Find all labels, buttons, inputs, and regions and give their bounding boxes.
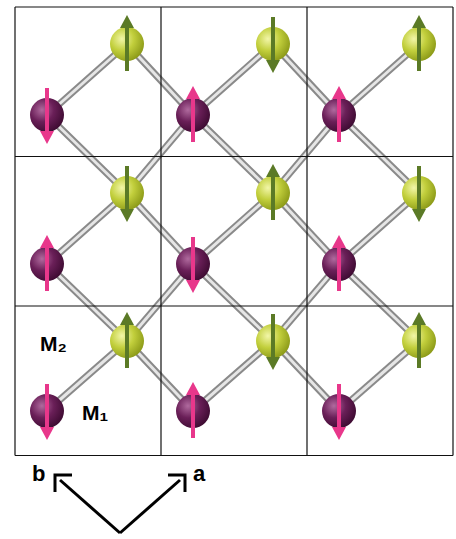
cell-line [15,455,453,456]
spin-arrowhead [332,427,346,440]
m1-atom [322,235,356,291]
spin-arrow [271,17,275,60]
spin-arrow [45,384,49,427]
m2-atom [110,15,144,71]
m2-atom [256,314,290,370]
m2-atom [402,15,436,71]
spin-arrow [271,177,275,220]
spin-arrowhead [332,86,346,99]
spin-arrow [271,314,275,357]
axis-b [60,480,120,533]
axis-b-head [55,475,72,492]
cell-line [306,7,307,456]
m1-atom [322,384,356,440]
spin-arrow [337,99,341,142]
axis-arrows [55,475,185,533]
m1-atom [30,384,64,440]
spin-arrowhead [412,312,426,325]
spin-arrowhead [412,15,426,28]
spin-arrowhead [266,60,280,73]
cell-line [15,156,453,157]
cell-line [160,7,161,456]
m1-atom [322,86,356,142]
spin-arrow [337,248,341,291]
spin-arrow [191,395,195,438]
spin-arrowhead [266,357,280,370]
spin-arrow [417,28,421,71]
m1-atom [30,235,64,291]
axis-label: a [193,463,205,485]
m2-atom [402,312,436,368]
spin-arrowhead [186,86,200,99]
spin-arrow [45,248,49,291]
cell-line [452,7,453,456]
spin-arrow [417,166,421,209]
axis-a [120,480,180,533]
spin-arrowhead [120,312,134,325]
spin-arrowhead [40,131,54,144]
m1-atom [176,86,210,142]
spin-arrow [45,88,49,131]
spin-arrow [191,237,195,280]
m1-atom [30,88,64,144]
spin-arrow [125,28,129,71]
axis-a-head [168,475,185,492]
spin-arrowhead [186,280,200,293]
cell-line [14,7,15,456]
cell-line [15,6,453,7]
spin-arrowhead [332,235,346,248]
spin-arrowhead [120,209,134,222]
spin-arrow [417,325,421,368]
m2-atom [110,166,144,222]
axis-label: b [32,463,45,485]
m2-atom [110,312,144,368]
spin-arrow [191,99,195,142]
spin-arrowhead [40,235,54,248]
spin-arrow [125,166,129,209]
m2-atom [256,164,290,220]
m2-atom [402,166,436,222]
spin-arrowhead [266,164,280,177]
spin-arrowhead [40,427,54,440]
spin-arrow [125,325,129,368]
site-label: M₂ [40,333,67,354]
spin-arrowhead [120,15,134,28]
m1-atom [176,237,210,293]
spin-arrow [337,384,341,427]
site-label: M₁ [82,402,108,423]
m1-atom [176,382,210,438]
m2-atom [256,17,290,73]
cell-line [15,305,453,306]
spin-arrowhead [412,209,426,222]
spin-arrowhead [186,382,200,395]
